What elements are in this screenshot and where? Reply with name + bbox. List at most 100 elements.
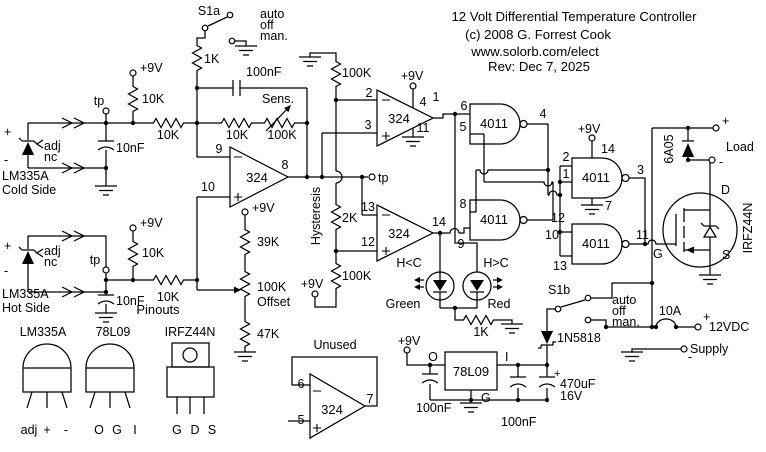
s1b-pole-contact <box>554 305 562 313</box>
amp-fb-100k-pot-icon <box>262 117 297 129</box>
nand-a-in5-label: 5 <box>460 120 467 134</box>
pinout3-name: IRFZ44N <box>165 325 216 339</box>
cold-rail-label: +9V <box>140 61 163 75</box>
amp-opamp-icon <box>229 145 290 209</box>
fuse-icon <box>655 318 695 328</box>
amp-fb10k-label: 10K <box>226 128 249 142</box>
fuse-label: 10A <box>659 304 682 318</box>
nand-ground-icon <box>580 204 604 215</box>
offset-name-label: Offset <box>257 295 291 309</box>
nand-a-chip-label: 4011 <box>480 116 508 131</box>
pinout1-name: LM335A <box>20 325 67 339</box>
pinout1-pin-c: - <box>64 423 68 437</box>
unused-pin7-label: 7 <box>367 392 374 406</box>
cold-adj-label: adj <box>44 139 61 153</box>
pinouts-title: Pinouts <box>136 302 180 317</box>
comp1-rail-terminal <box>409 82 417 90</box>
cold-series-resistor-icon <box>151 117 186 129</box>
unused-pin5-label: 5 <box>298 413 305 427</box>
led-section: H<C H>C Green Red 1K <box>386 256 524 339</box>
irfz44n-tab-icon <box>171 342 210 368</box>
mosfet-icon <box>662 192 738 268</box>
comp2-pin12-label: 12 <box>361 235 375 249</box>
comp1-pin3-label: 3 <box>365 118 372 132</box>
nand-d-in12-label: 12 <box>551 211 565 225</box>
red-label: Red <box>488 297 511 311</box>
supply-v-label: 12VDC <box>709 320 749 334</box>
hot-ground-icon <box>94 312 118 323</box>
nand-a-in6-label: 6 <box>461 99 468 113</box>
reg-o-label: O <box>428 350 438 364</box>
pinouts-section: Pinouts LM335A adj + - 78L09 O G I IRFZ4… <box>20 302 216 437</box>
s1b-off-label: off <box>612 304 626 318</box>
pinout2-pin-b: G <box>112 423 122 437</box>
offset-47k-label: 47K <box>257 327 280 341</box>
led-1k-resistor-icon <box>461 314 496 326</box>
hot-series-resistor-icon <box>151 274 186 286</box>
cold-ground-icon <box>94 185 118 196</box>
comp1-chip-label: 324 <box>388 111 410 126</box>
unused-chip-label: 324 <box>321 402 343 417</box>
nand-b-chip-label: 4011 <box>480 212 508 227</box>
hot-adj-label: adj <box>44 244 61 258</box>
s1a-auto-contact <box>226 11 234 19</box>
offset-47k-resistor-icon <box>239 319 251 349</box>
nand-c-pin7-label: 7 <box>605 199 612 213</box>
cold-sensor-section: tp +9V 10K 10K 10nF + - adj nc LM335A Co… <box>2 61 220 197</box>
cap1-label: 470uF <box>560 377 596 391</box>
cold-pullup-label: 10K <box>142 92 165 106</box>
pinout3-pin-c: S <box>208 423 216 437</box>
nand-b-in8-label: 8 <box>460 197 467 211</box>
comparator-section: 2 3 1 4 11 324 +9V 13 12 14 324 <box>321 69 446 263</box>
green-cond-label: H<C <box>396 256 421 270</box>
title-block: 12 Volt Differential Temperature Control… <box>451 9 697 74</box>
unused-section: Unused 6 5 7 324 <box>288 338 378 440</box>
cold-tp-label: tp <box>94 94 104 108</box>
blocking-diode-label: 6A05 <box>662 134 676 163</box>
hot-nc-label: nc <box>44 255 57 269</box>
mosfet-part-label: IRFZ44N <box>741 203 755 254</box>
cold-series-label: 10K <box>157 128 180 142</box>
lm335a-package-icon <box>22 343 72 393</box>
nand-a-out4-label: 4 <box>540 107 547 121</box>
cold-minus-label: - <box>4 153 8 167</box>
cold-rail-terminal <box>129 69 137 77</box>
comp1-opamp-icon <box>376 88 435 148</box>
supply-plus-label: + <box>703 310 710 324</box>
nand-rail-label: +9V <box>578 122 601 136</box>
nand-d-chip-label: 4011 <box>582 236 610 251</box>
s1a-off-label: off <box>260 18 274 32</box>
s1b-man-label: man. <box>612 315 640 329</box>
psu-section: S1b auto off man. 1N5818 10A + 12VDC Sup… <box>398 128 749 429</box>
pinout3-pin-b: D <box>190 423 199 437</box>
threshold-rail-label: +9V <box>301 277 324 291</box>
load-plus-label: + <box>722 114 729 128</box>
hot-tp-label: tp <box>90 253 100 267</box>
hot-sensor-diode-icon <box>22 251 34 264</box>
hot-plus-label: + <box>4 239 11 253</box>
hysteresis-label: Hysteresis <box>309 187 323 245</box>
threshold-100k-bot-icon <box>330 261 342 291</box>
source-label: S <box>722 248 730 262</box>
supply-minus-terminal <box>680 345 688 353</box>
led-ground-icon <box>500 323 524 334</box>
threshold-section: 100K 2K 100K +9V Hysteresis <box>298 52 372 308</box>
pinout2-pin-a: O <box>94 423 104 437</box>
comp1-pin2-label: 2 <box>366 86 373 100</box>
cap1-plus-label: + <box>554 368 560 380</box>
hot-testpoint-terminal <box>102 266 110 274</box>
threshold-rail-terminal <box>311 290 319 298</box>
schottky-label: 1N5818 <box>557 331 601 345</box>
amp-fb100k-label: 100K <box>267 128 297 142</box>
title-line4: Rev: Dec 7, 2025 <box>488 59 590 74</box>
load-minus-terminal <box>708 156 716 164</box>
threshold-2k-label: 2K <box>342 211 358 225</box>
s1b-man-contact <box>584 316 592 324</box>
unused-opamp-icon <box>309 372 367 440</box>
hot-cap-label: 10nF <box>116 294 145 308</box>
pinout2-name: 78L09 <box>96 325 131 339</box>
nand-d-out11-label: 11 <box>636 228 649 242</box>
supply-minus-label: - <box>688 350 692 364</box>
amp-1k-label: 1K <box>204 52 220 66</box>
regulator-label: 78L09 <box>453 364 489 379</box>
